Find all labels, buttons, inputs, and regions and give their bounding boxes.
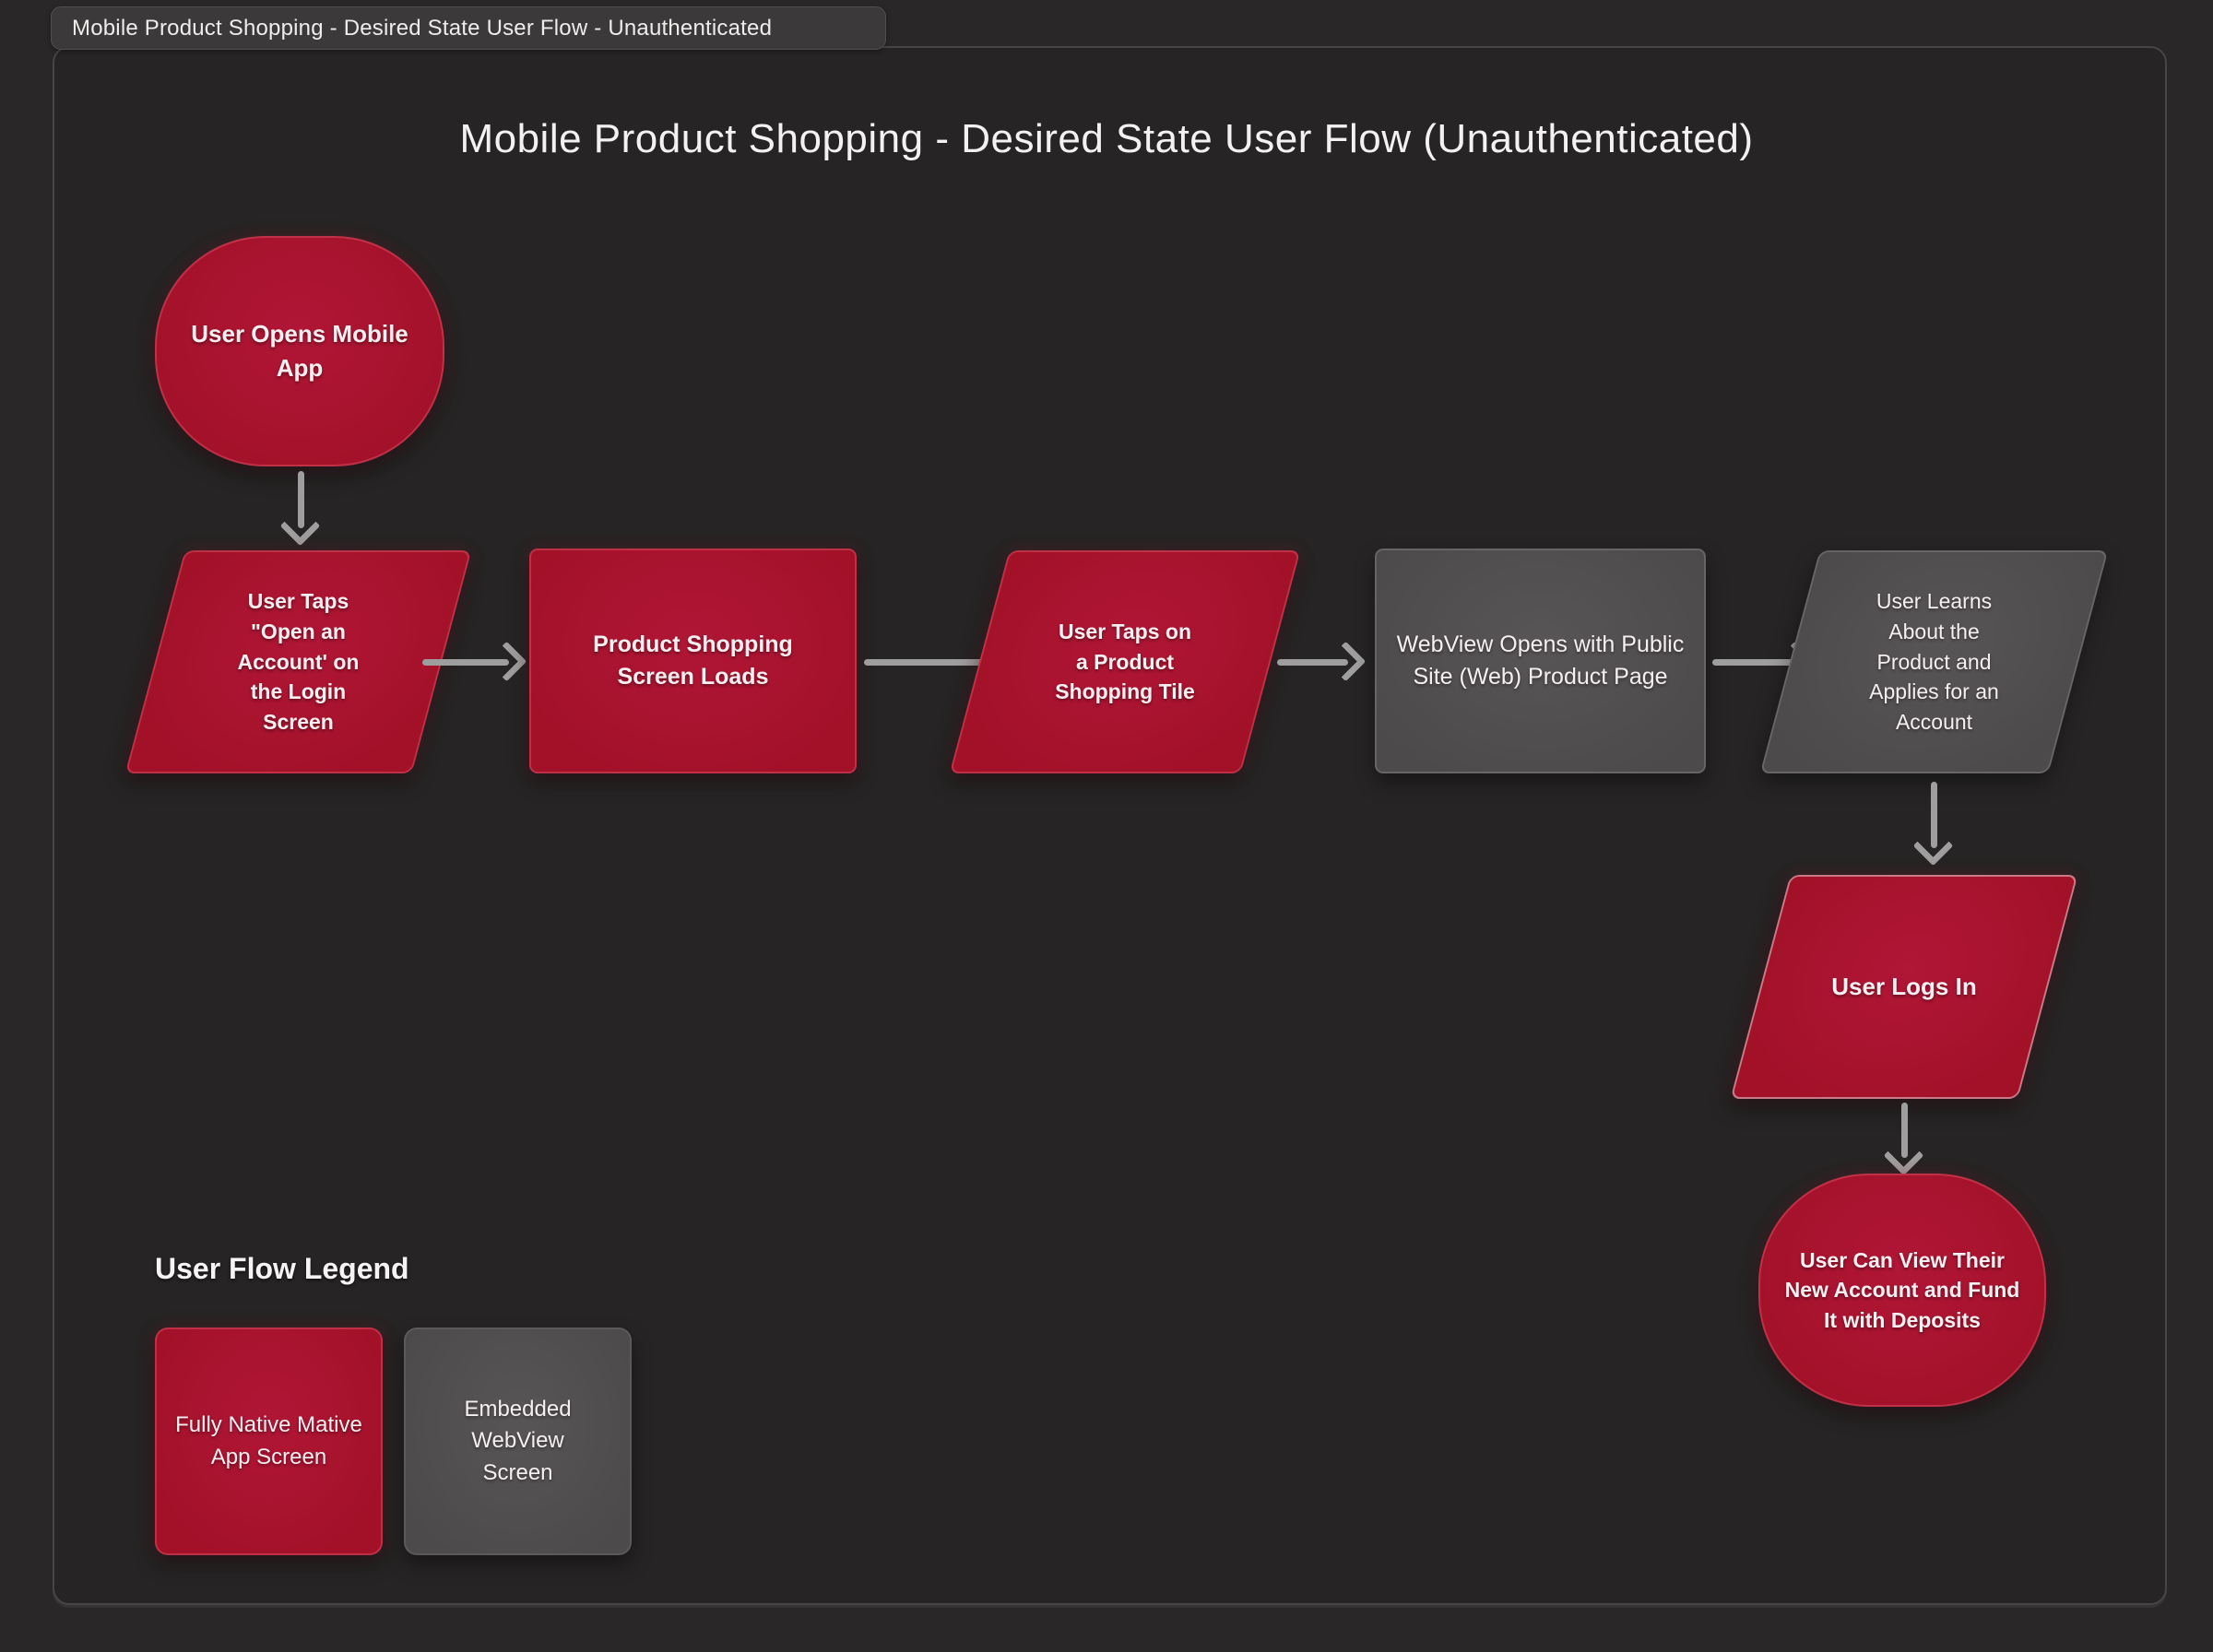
arrow-right-icon xyxy=(1712,641,1816,682)
rectangle-shape xyxy=(529,549,857,773)
flow-node-tap-product-tile[interactable]: User Taps on a Product Shopping Tile xyxy=(949,550,1301,773)
stadium-shape xyxy=(1758,1174,2046,1407)
flow-node-label: User Learns About the Product and Applie… xyxy=(1869,589,1999,734)
flow-node-learns-and-applies[interactable]: User Learns About the Product and Applie… xyxy=(1759,550,2109,773)
flow-node-label: User Logs In xyxy=(1831,973,1977,1001)
legend-swatch-native xyxy=(155,1328,383,1555)
legend-item-label: Fully Native Mative App Screen xyxy=(175,1412,362,1469)
flow-node-view-and-fund-account[interactable]: User Can View Their New Account and Fund… xyxy=(1758,1174,2046,1407)
flow-node-product-shopping-loads[interactable]: Product Shopping Screen Loads xyxy=(529,549,857,773)
stadium-shape xyxy=(155,236,444,466)
flow-node-user-logs-in[interactable]: User Logs In xyxy=(1730,875,2078,1099)
window-tab[interactable]: Mobile Product Shopping - Desired State … xyxy=(51,6,886,50)
flow-node-label: User Taps "Open an Account' on the Login… xyxy=(237,589,360,734)
flow-node-label: User Opens Mobile App xyxy=(191,320,408,382)
legend-item-webview[interactable]: Embedded WebView Screen xyxy=(404,1328,632,1555)
tab-title: Mobile Product Shopping - Desired State … xyxy=(72,15,773,41)
legend-swatch-webview xyxy=(404,1328,632,1555)
arrow-right-icon xyxy=(422,641,527,682)
legend-item-label: Embedded WebView Screen xyxy=(464,1397,572,1485)
flow-node-start[interactable]: User Opens Mobile App xyxy=(155,236,444,466)
arrow-down-icon xyxy=(279,471,321,547)
flow-node-label: User Taps on a Product Shopping Tile xyxy=(1055,620,1195,704)
flow-node-webview-opens[interactable]: WebView Opens with Public Site (Web) Pro… xyxy=(1375,549,1706,773)
arrow-down-icon xyxy=(1912,782,1954,867)
flow-node-label: Product Shopping Screen Loads xyxy=(593,631,793,690)
page-title: Mobile Product Shopping - Desired State … xyxy=(459,116,1754,161)
legend-item-native[interactable]: Fully Native Mative App Screen xyxy=(155,1328,383,1555)
flow-node-label: WebView Opens with Public Site (Web) Pro… xyxy=(1396,631,1685,690)
flow-node-tap-open-account[interactable]: User Taps "Open an Account' on the Login… xyxy=(124,550,472,773)
arrow-right-icon xyxy=(1277,641,1367,682)
flow-node-label: User Can View Their New Account and Fund… xyxy=(1784,1247,2020,1332)
rectangle-shape xyxy=(1375,549,1706,773)
legend-title: User Flow Legend xyxy=(155,1252,409,1285)
arrow-right-icon xyxy=(864,641,1012,682)
arrow-down-icon xyxy=(1883,1103,1924,1176)
